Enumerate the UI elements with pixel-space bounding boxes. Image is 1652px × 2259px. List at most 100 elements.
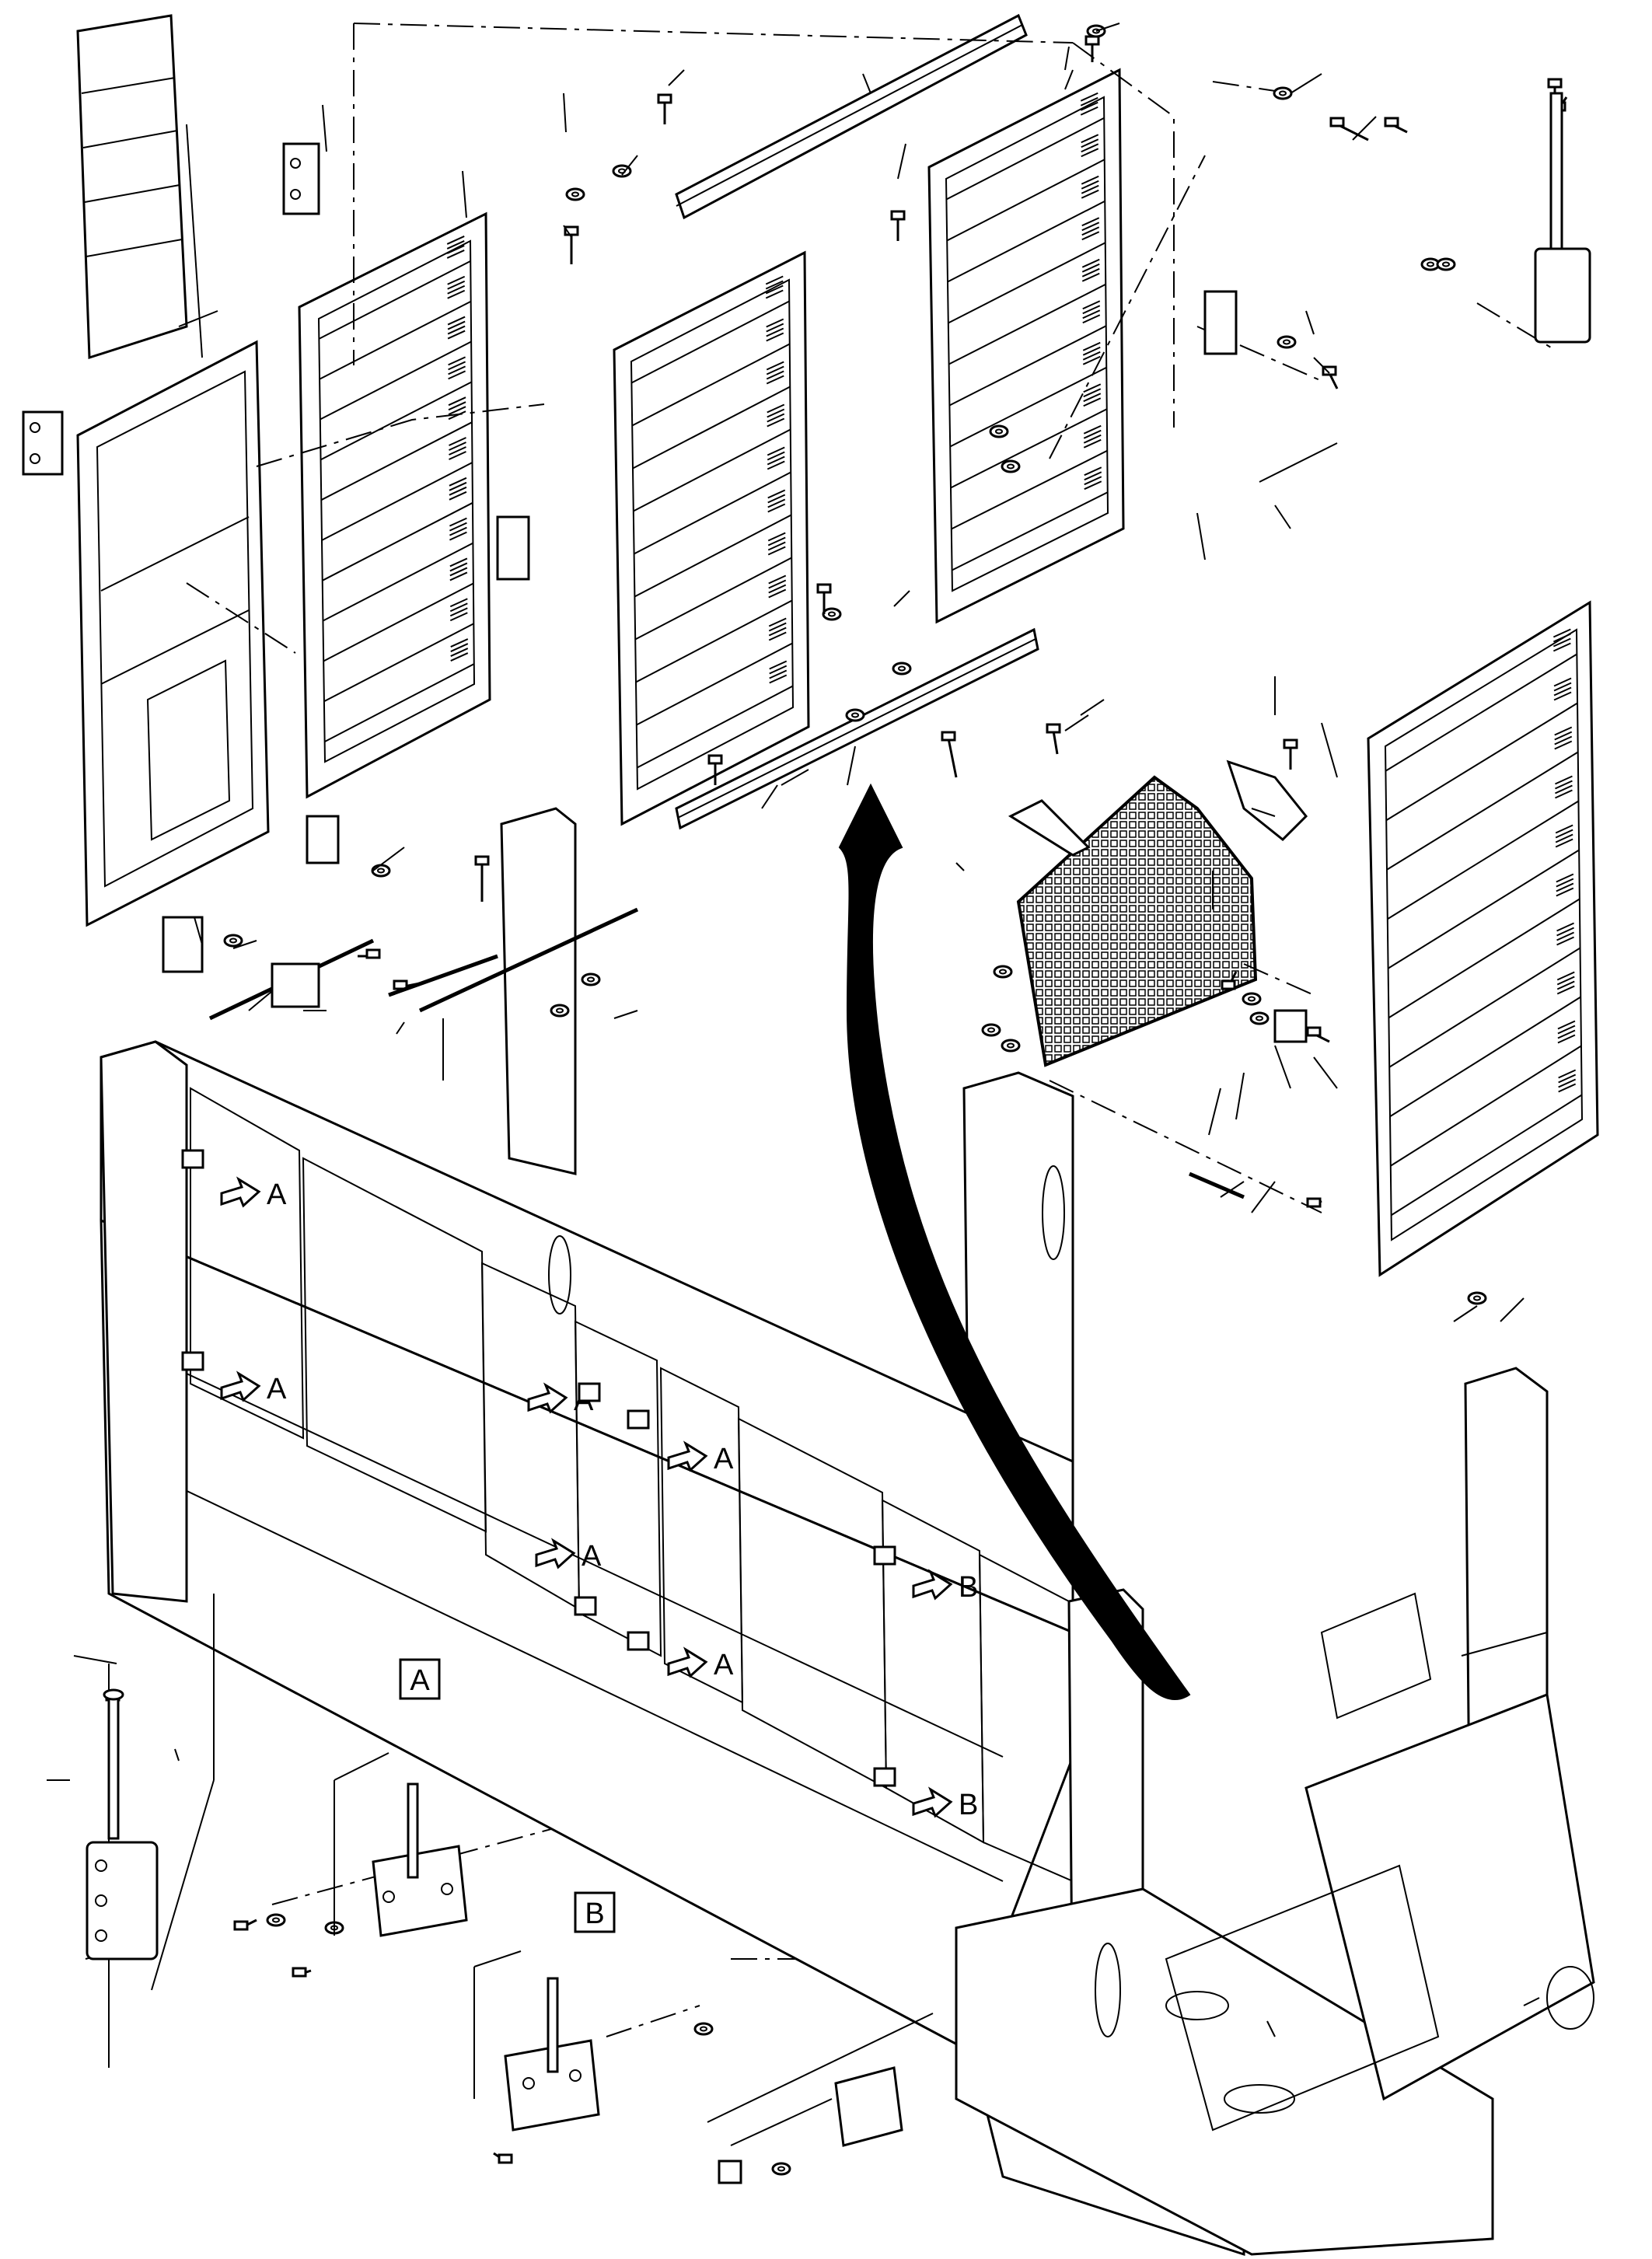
vent-hatch <box>1084 476 1102 486</box>
vent-hatch <box>765 275 784 285</box>
vent-hatch <box>768 622 787 632</box>
washer-hole <box>1427 261 1434 267</box>
louver-slat <box>321 462 473 541</box>
vent-hatch <box>767 408 785 418</box>
leader-line <box>194 917 203 945</box>
vent-hatch <box>1553 682 1572 692</box>
leader-line <box>613 1010 638 1019</box>
vent-hatch <box>765 280 784 290</box>
detail-view-a: A <box>334 1658 468 1937</box>
vent-hatch <box>1082 355 1101 365</box>
leader-line <box>1523 1997 1540 2006</box>
vent-hatch <box>449 442 466 451</box>
vent-hatch <box>448 406 466 416</box>
leader-line <box>862 73 871 94</box>
vent-hatch <box>1082 341 1101 351</box>
vent-hatch <box>766 361 784 371</box>
vent-hatch <box>1081 180 1099 190</box>
vent-hatch <box>449 531 467 541</box>
louver-slat <box>1387 800 1579 920</box>
detail-a-box <box>399 1658 441 1700</box>
louver-slat <box>947 200 1105 283</box>
leader-line <box>1259 442 1338 483</box>
vent-hatch <box>1552 642 1571 652</box>
louver-slat <box>322 542 473 622</box>
detail-a-label: A <box>410 1664 430 1697</box>
louver-slat <box>320 381 473 461</box>
washer <box>989 424 1009 438</box>
hinge-plate <box>873 1767 896 1787</box>
hinge-small <box>496 515 530 581</box>
hinge-pin <box>1549 92 1563 250</box>
rod <box>1189 1171 1245 1199</box>
washer <box>822 607 842 621</box>
vent-hatch <box>447 320 466 330</box>
vent-hatch <box>1554 735 1573 745</box>
vent-hatch <box>1081 258 1100 268</box>
leader-line <box>174 1748 180 1761</box>
detail-view-b: B <box>473 1891 616 2132</box>
leader-line <box>1461 1632 1548 1657</box>
vent-hatch <box>1081 267 1100 278</box>
washer <box>371 864 391 878</box>
vent-hatch <box>1082 305 1101 315</box>
callout-label: A <box>267 1178 287 1211</box>
louver-slat <box>1385 653 1577 772</box>
hinge-right <box>1534 247 1591 344</box>
washer <box>981 1023 1001 1037</box>
callout-label: A <box>714 1443 734 1475</box>
vent-hatch <box>449 437 466 446</box>
washer-hole <box>1092 28 1100 34</box>
callout-label: A <box>267 1373 287 1405</box>
vent-hatch <box>768 584 787 594</box>
louvered-panel-4 <box>1367 600 1599 1277</box>
leader-line <box>1305 310 1315 335</box>
vent-hatch <box>449 562 468 572</box>
washer-hole <box>898 665 906 672</box>
vent-hatch <box>447 285 466 295</box>
vent-hatch <box>1556 927 1574 937</box>
vent-hatch <box>1081 226 1100 236</box>
hinge-plate <box>873 1545 896 1566</box>
louver-slat <box>1389 996 1581 1118</box>
arrow-callouts: AAAAAABB <box>181 1149 978 1821</box>
vent-hatch <box>1555 829 1573 839</box>
vent-hatch <box>1552 633 1571 643</box>
louver-slat <box>634 471 791 555</box>
vent-hatch <box>449 612 468 622</box>
leader-line <box>1290 73 1322 94</box>
leader-line <box>1064 714 1089 731</box>
washer-hole <box>1283 339 1291 345</box>
callout-label: A <box>582 1540 602 1573</box>
washer-hole <box>700 2026 707 2032</box>
vent-hatch <box>450 638 469 648</box>
vent-hatch <box>448 396 466 407</box>
bolt-head <box>1283 738 1298 749</box>
washer <box>266 1913 286 1927</box>
vent-hatch <box>767 503 786 513</box>
detail-b-box <box>574 1891 616 1933</box>
vent-hatch <box>1083 383 1102 393</box>
vent-hatch <box>1557 1034 1576 1044</box>
vent-hatch <box>1556 922 1574 932</box>
vent-hatch <box>448 410 466 421</box>
leader-line <box>1313 1056 1338 1089</box>
louver-slat <box>633 428 791 512</box>
vent-hatch <box>447 330 466 340</box>
callout-arrow <box>527 1382 568 1414</box>
vent-hatch <box>1082 309 1101 319</box>
vent-hatch <box>766 365 784 375</box>
leader-line <box>1095 23 1120 32</box>
vent-hatch <box>447 325 466 335</box>
vent-hatch <box>767 546 786 556</box>
vent-hatch <box>1080 96 1098 106</box>
callout-arrow <box>667 1440 708 1472</box>
vent-hatch <box>767 460 785 470</box>
vent-hatch <box>1082 351 1101 361</box>
washer <box>1436 257 1456 271</box>
vent-hatch <box>449 481 467 491</box>
louver-slat <box>1388 898 1580 1019</box>
washer-hole <box>777 2166 785 2172</box>
vent-hatch <box>1081 272 1100 282</box>
vent-hatch <box>1556 985 1575 995</box>
